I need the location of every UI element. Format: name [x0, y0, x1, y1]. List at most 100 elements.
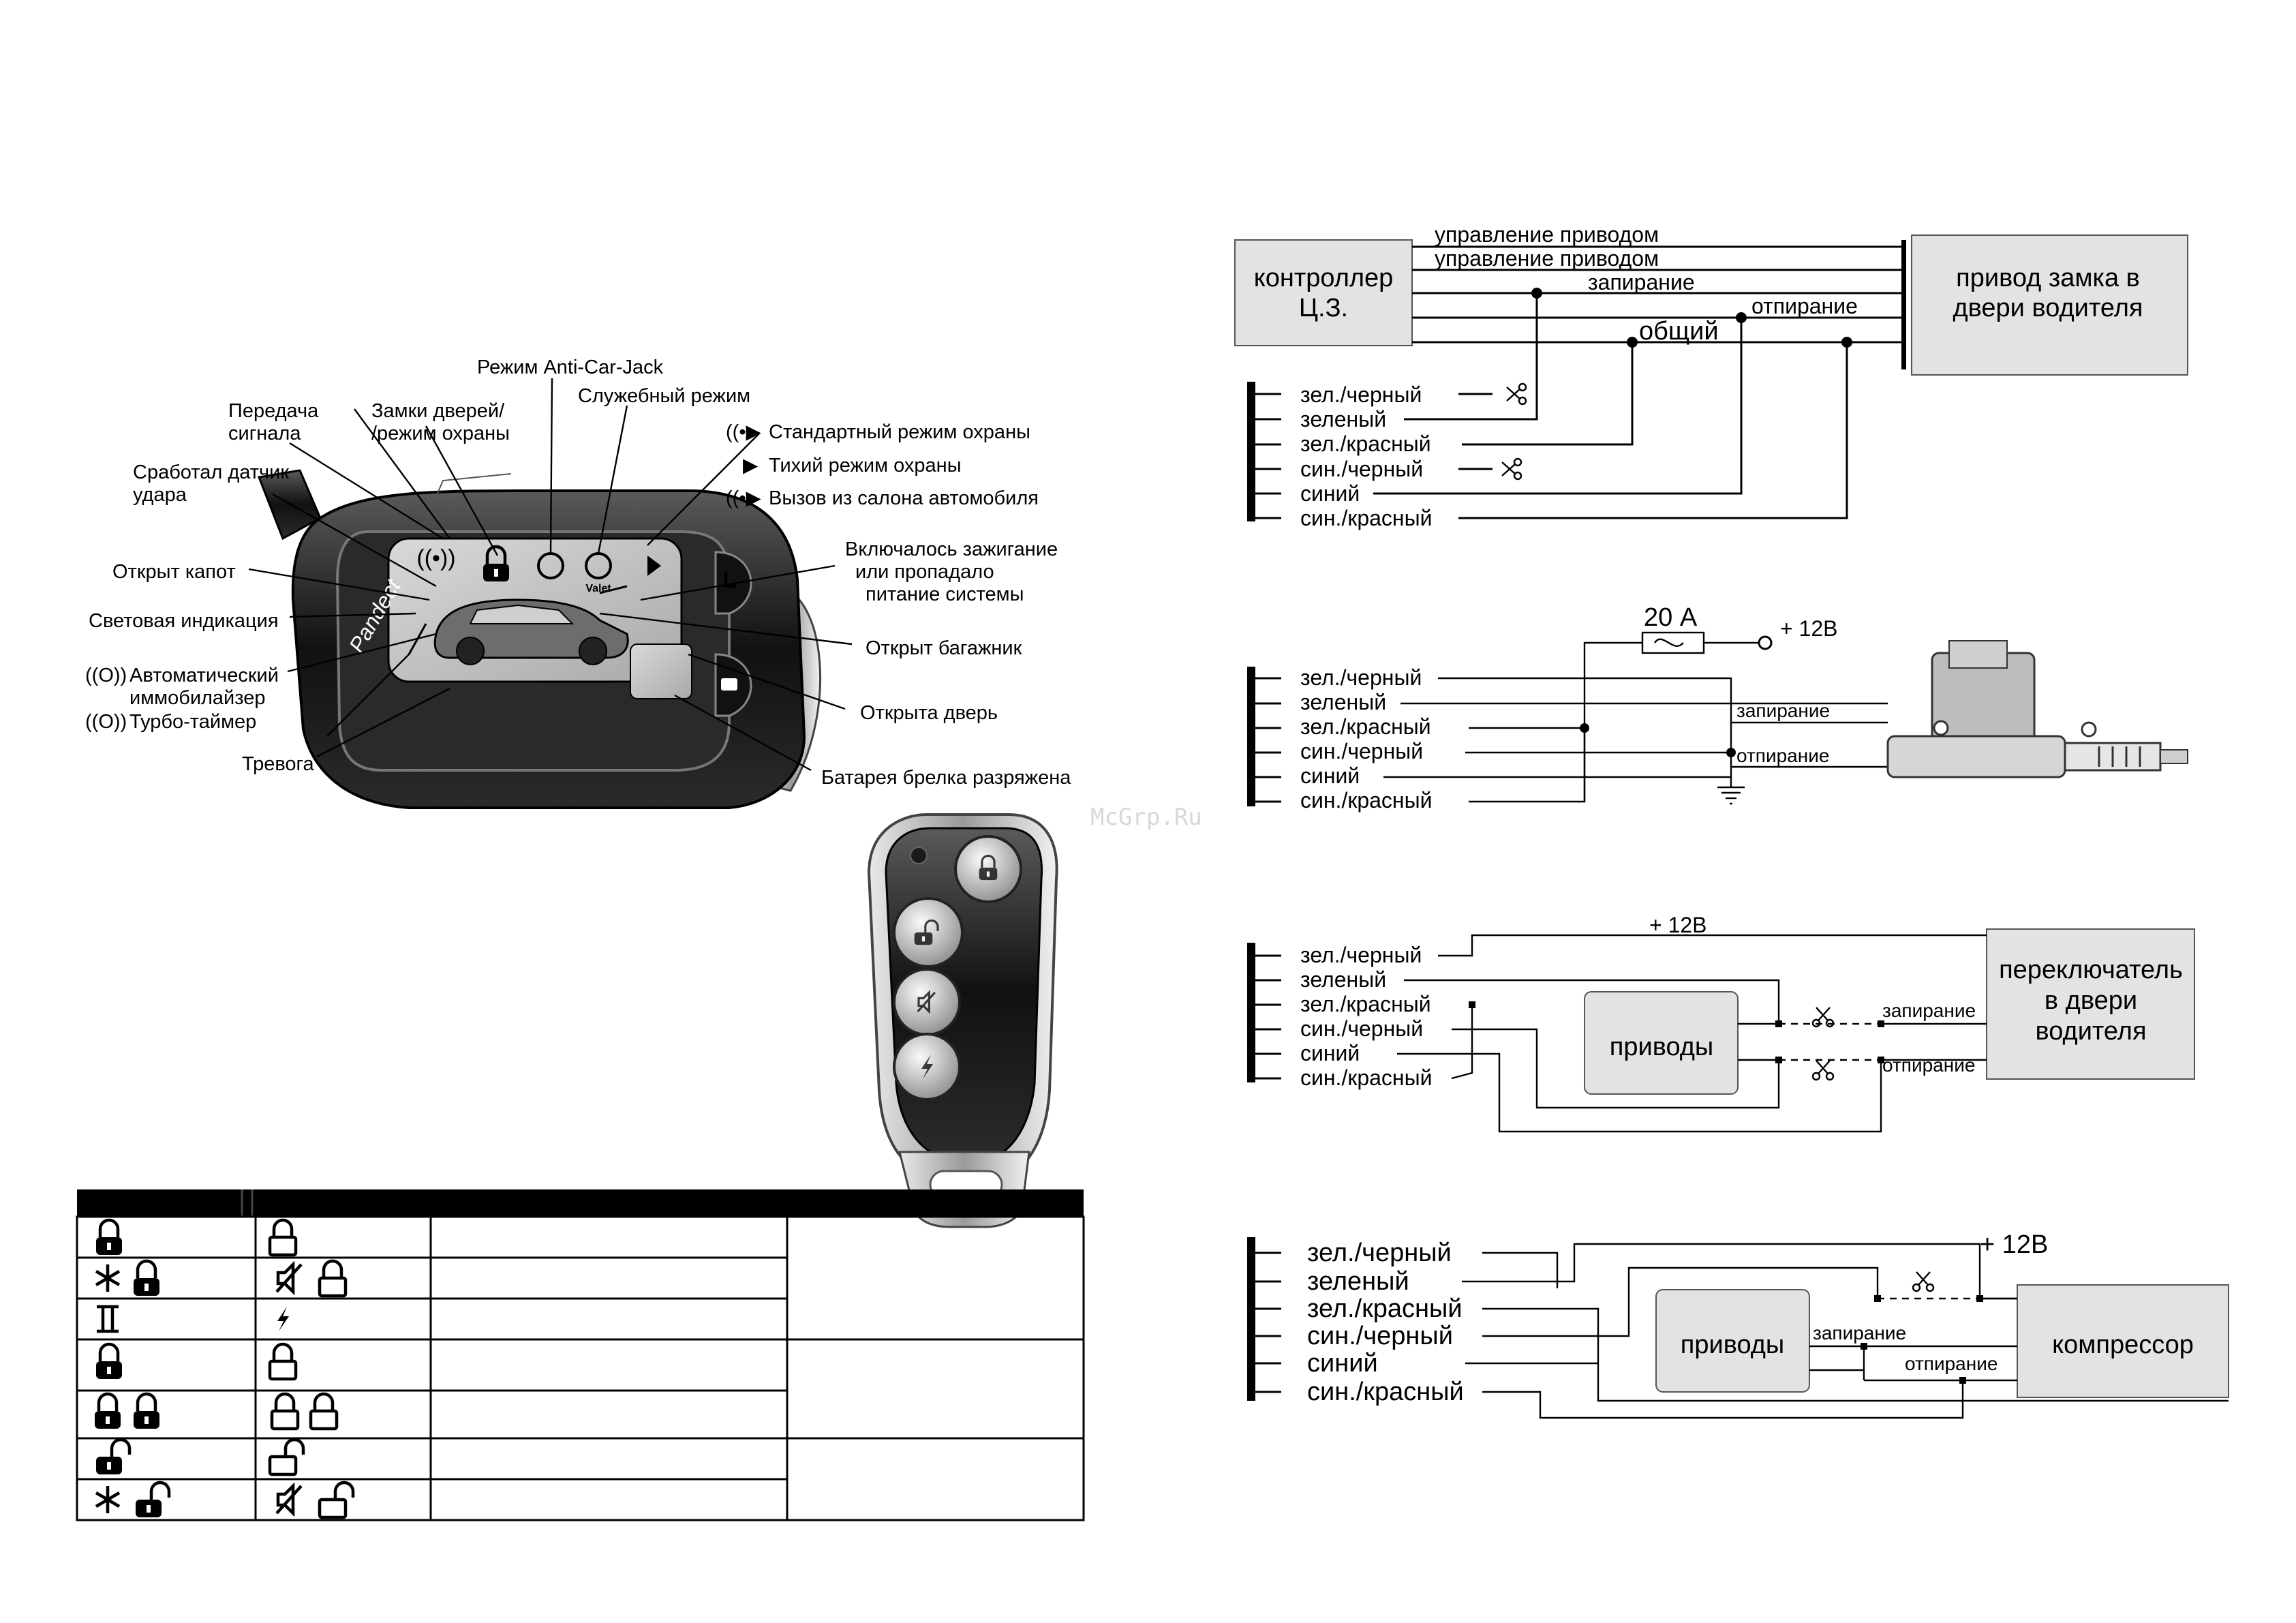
fuse: [1641, 631, 1705, 654]
fob-side-button-bottom[interactable]: [714, 653, 752, 717]
table-row: [96, 1483, 353, 1517]
wire-label: синий: [1307, 1349, 1378, 1378]
wire-label: син./черный: [1300, 457, 1423, 481]
signal-label: общий: [1639, 317, 1719, 346]
wire-label: син./черный: [1300, 739, 1423, 763]
door-actuator-box: [1911, 234, 2188, 376]
label-hood: Открыт капот: [112, 561, 236, 583]
label-std-mode: Стандартный режим охраны: [769, 421, 1030, 443]
call-icon: ((•▶: [726, 487, 761, 509]
wire-label: син./красный: [1300, 506, 1432, 530]
label-locks: Замки дверей//режим охраны: [371, 400, 510, 444]
wire-label: зел./красный: [1300, 992, 1431, 1016]
label-anticarjack: Режим Anti-Car-Jack: [477, 357, 664, 378]
watermark: McGrp.Ru: [1090, 804, 1202, 831]
wire-label: зеленый: [1300, 690, 1386, 714]
label-turbo: Турбо-таймер: [129, 711, 256, 733]
valet-label: Valet: [585, 583, 611, 594]
unlock-label: отпирание: [1882, 1055, 1975, 1076]
wire-label: син./красный: [1300, 1065, 1432, 1090]
compressor-label: компрессор: [2052, 1331, 2194, 1359]
lcd-remote: ((•)) Valet Pandect: [257, 469, 821, 809]
table-row: [96, 1261, 346, 1296]
signal-label: управление приводом: [1435, 222, 1659, 247]
table-row: [96, 1440, 303, 1474]
power-label: + 12В: [1649, 913, 1707, 937]
led-indicator: [910, 847, 928, 864]
unlock-label: отпирание: [1905, 1353, 1997, 1374]
table-row: [96, 1344, 296, 1379]
label-door: Открыта дверь: [860, 702, 998, 724]
wire-label: син./черный: [1307, 1322, 1453, 1350]
label-trunk: Открыт багажник: [866, 637, 1022, 659]
wire-label: зел./черный: [1307, 1239, 1452, 1267]
actuators-box: [1584, 991, 1739, 1095]
wire-label: зеленый: [1300, 967, 1386, 992]
wire-label: зеленый: [1300, 407, 1386, 431]
label-led: Световая индикация: [89, 610, 279, 632]
unlock-label: отпирание: [1736, 745, 1829, 766]
wire-label: синий: [1300, 481, 1360, 506]
wire-label: зел./черный: [1300, 943, 1422, 967]
unlock-button[interactable]: [893, 897, 964, 968]
signal-label: запирание: [1588, 270, 1695, 294]
lock-label: запирание: [1736, 700, 1830, 721]
actuators-label: приводы: [1610, 1033, 1713, 1061]
signal-label: управление приводом: [1435, 246, 1659, 271]
button-remote: [867, 813, 1058, 1228]
lcd-car-icon: [408, 585, 629, 665]
table-row: [95, 1394, 337, 1429]
table-row: [96, 1220, 296, 1255]
silent-mode-icon: ▶: [743, 455, 759, 476]
controller-box: [1234, 239, 1413, 346]
power-label: + 12В: [1980, 1230, 2048, 1259]
wire-label: зел./красный: [1300, 714, 1431, 739]
wire-label: зел./черный: [1300, 665, 1422, 690]
wire-label: синий: [1300, 1041, 1360, 1065]
power-label: + 12В: [1780, 616, 1838, 641]
lock-label: запирание: [1882, 1000, 1976, 1021]
wiring-diagram-2: зел./черный зеленый зел./красный син./че…: [1247, 603, 2188, 813]
panic-button[interactable]: [893, 1033, 961, 1101]
label-silent-mode: Тихий режим охраны: [769, 455, 962, 476]
remote-callouts: [248, 378, 853, 772]
wire-label: син./черный: [1300, 1016, 1423, 1041]
compressor-box: [2017, 1284, 2229, 1398]
wire-label: зел./черный: [1300, 382, 1422, 407]
label-call: Вызов из салона автомобиля: [769, 487, 1039, 509]
label-service: Служебный режим: [578, 385, 750, 407]
label-battery: Батарея брелка разряжена: [821, 767, 1071, 789]
std-mode-icon: ((•▶: [726, 421, 761, 443]
silent-button[interactable]: [893, 968, 961, 1036]
svg-text:((•)): ((•)): [416, 545, 455, 571]
wire-label: син./красный: [1300, 788, 1432, 813]
signal-label: отпирание: [1751, 294, 1858, 318]
fuse-label: 20 А: [1644, 603, 1698, 632]
wire-label: синий: [1300, 763, 1360, 788]
lock-label: запирание: [1813, 1322, 1906, 1344]
wire-label: зел./красный: [1307, 1294, 1463, 1323]
wiring-diagram-3: зел./черный зеленый зел./красный син./че…: [1247, 913, 2195, 1133]
actuators-box: [1655, 1289, 1810, 1393]
turbo-icon: ((O)): [85, 711, 127, 733]
immob-icon: ((O)): [85, 665, 127, 686]
table-row: [97, 1307, 289, 1331]
wire-label: зеленый: [1307, 1267, 1409, 1296]
actuators-label: приводы: [1681, 1331, 1784, 1359]
actuator-motor: [1886, 640, 2188, 778]
command-table: [76, 1189, 1085, 1521]
door-switch-box: [1986, 928, 2195, 1080]
wire-label: син./красный: [1307, 1378, 1464, 1406]
lock-button[interactable]: [954, 835, 1022, 903]
label-alarm: Тревога: [242, 753, 314, 775]
wire-label: зел./красный: [1300, 431, 1431, 456]
